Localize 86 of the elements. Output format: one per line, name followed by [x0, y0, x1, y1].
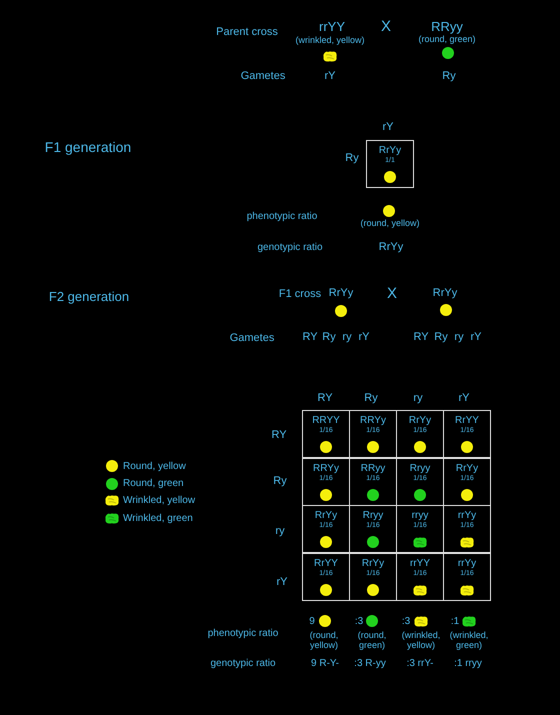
- punnett-cell: [349, 410, 397, 458]
- gamete-label: RY: [413, 330, 429, 344]
- genotype-text: RrYY: [314, 558, 338, 568]
- row-header: Ry: [345, 152, 359, 164]
- ratio-number: :3: [354, 616, 364, 626]
- gamete-label: Ry: [434, 330, 448, 344]
- genotype-ratio-text: :3 R-yy: [354, 658, 386, 668]
- genotype-text: RrYY: [455, 415, 479, 426]
- gamete-label: RY: [302, 330, 318, 344]
- row-label: genotypic ratio: [210, 658, 276, 668]
- column-header: Ry: [364, 392, 378, 404]
- genotype-text: RrYy: [378, 240, 404, 254]
- row-label: phenotypic ratio: [208, 628, 278, 638]
- row-label: F1 cross: [278, 288, 322, 300]
- phenotype-text: (round, green): [418, 35, 476, 45]
- legend-text: Round, yellow: [123, 460, 186, 472]
- legend-text: Wrinkled, green: [123, 512, 193, 524]
- punnett-cell: [396, 410, 444, 458]
- row-header: ry: [275, 524, 285, 538]
- punnett-cell: [302, 505, 350, 553]
- phenotype-text: (wrinkled, yellow): [295, 36, 365, 46]
- row-label: Gametes: [240, 70, 286, 82]
- gamete-label: Ry: [322, 330, 336, 344]
- genotype-ratio-text: :1 rryy: [454, 658, 482, 668]
- column-header: rY: [458, 392, 470, 404]
- punnett-cell: [302, 410, 350, 458]
- row-header: rY: [276, 576, 288, 588]
- phenotype-text: (wrinkled, yellow): [400, 631, 442, 651]
- genotype-text: RrYy: [328, 286, 354, 300]
- section-heading: F2 generation: [48, 290, 130, 304]
- genotype-text: RrYy: [408, 415, 432, 426]
- genotype-text: RRyy: [431, 20, 463, 34]
- legend-text: Wrinkled, yellow: [123, 495, 196, 506]
- punnett-cell: [396, 552, 444, 600]
- genotype-text: rrYy: [458, 510, 476, 521]
- phenotype-text: (wrinkled, green): [448, 631, 490, 651]
- column-header: rY: [382, 120, 394, 134]
- row-header: Ry: [273, 474, 287, 488]
- punnett-cell: [366, 140, 414, 188]
- genotype-text: RrYy: [432, 286, 458, 300]
- punnett-cell: [349, 552, 397, 600]
- phenotype-text: (round, green): [356, 631, 388, 651]
- gamete-label: ry: [454, 330, 464, 344]
- row-label: Gametes: [230, 332, 274, 344]
- row-label: phenotypic ratio: [246, 210, 318, 222]
- genotype-text: RrYy: [362, 558, 384, 568]
- genotype-text: Rryy: [362, 510, 384, 521]
- genotype-ratio-text: :3 rrY-: [406, 658, 434, 668]
- genotype-text: rrYY: [319, 20, 345, 34]
- column-header: RY: [317, 392, 333, 404]
- punnett-cell: [443, 505, 491, 553]
- genotype-text: rrYy: [458, 558, 476, 568]
- cross-sign: X: [381, 18, 392, 36]
- gamete-label: Ry: [442, 70, 456, 82]
- punnett-cell: [302, 458, 350, 506]
- phenotype-text: (round, yellow): [308, 631, 340, 651]
- genotype-text: RRYy: [313, 462, 339, 474]
- gamete-label: ry: [342, 330, 352, 344]
- gamete-label: rY: [358, 330, 370, 344]
- row-label: genotypic ratio: [257, 242, 323, 252]
- genotype-ratio-text: 9 R-Y-: [311, 658, 339, 668]
- ratio-number: :3: [402, 616, 410, 626]
- genotype-text: RrYy: [456, 462, 478, 474]
- punnett-cell: [443, 458, 491, 506]
- gamete-label: rY: [324, 70, 336, 82]
- genotype-text: rrYY: [410, 558, 430, 568]
- ratio-number: :1: [450, 616, 460, 626]
- row-header: RY: [271, 428, 287, 442]
- genotype-text: RRYY: [312, 415, 340, 426]
- punnett-cell: [302, 552, 350, 600]
- punnett-cell: [443, 410, 491, 458]
- genotype-text: RRYy: [360, 415, 386, 426]
- section-heading: F1 generation: [44, 140, 132, 156]
- column-header: ry: [413, 392, 423, 404]
- punnett-cell: [443, 552, 491, 600]
- genotype-text: rryy: [412, 510, 428, 521]
- genotype-text: RRyy: [360, 462, 386, 474]
- genotype-text: RrYy: [378, 145, 402, 156]
- legend-text: Round, green: [123, 478, 184, 489]
- phenotype-text: (round, yellow): [360, 219, 420, 229]
- genotype-text: Rryy: [410, 462, 430, 474]
- row-label: Parent cross: [216, 26, 278, 38]
- cross-sign: X: [387, 286, 398, 302]
- gamete-label: rY: [470, 330, 482, 344]
- genotype-text: RrYy: [314, 510, 338, 521]
- ratio-number: 9: [309, 616, 315, 626]
